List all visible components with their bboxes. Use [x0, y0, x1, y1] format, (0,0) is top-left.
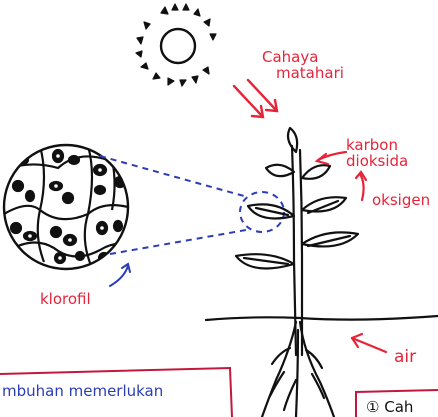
oxygen-label: oksigen: [372, 191, 430, 209]
water-arrow: [352, 334, 386, 352]
right-box-text: ① Cah: [366, 398, 413, 416]
chlorophyll-arrow: [110, 264, 130, 286]
water-label: air: [394, 347, 416, 367]
chlorophyll-label: klorofil: [40, 290, 91, 308]
sun-icon: [136, 4, 216, 86]
plant: [206, 128, 438, 417]
sunlight-label-line2: matahari: [276, 64, 344, 82]
carbon-dioxide-label-line2: dioksida: [346, 152, 408, 170]
sunlight-arrows: [234, 80, 277, 117]
left-text-box: mbuhan memerlukan: [0, 368, 232, 417]
left-box-text: mbuhan memerlukan: [2, 382, 163, 400]
cell-magnified: [4, 145, 132, 269]
right-text-box: ① Cah: [356, 390, 438, 417]
